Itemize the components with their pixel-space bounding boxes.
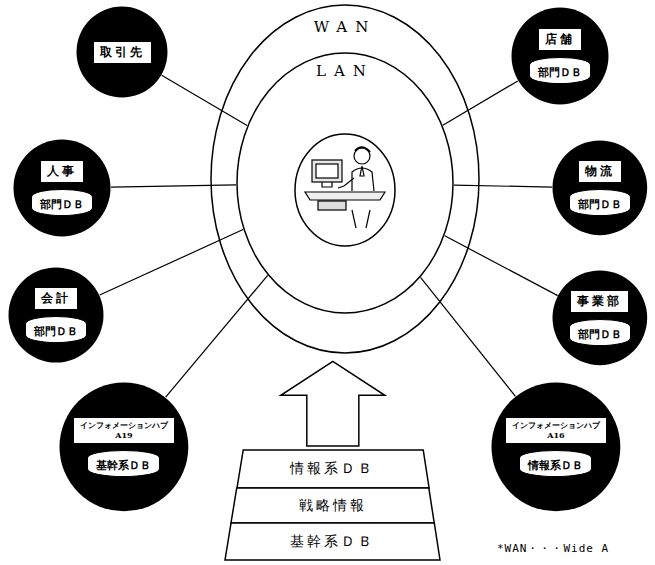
footnote: *WAN・・・Wide A <box>497 541 609 556</box>
circle-shape <box>553 271 648 366</box>
node-label: 会計 <box>34 287 78 310</box>
circle-outline <box>59 382 189 512</box>
monitor-stand <box>322 182 332 187</box>
node-label: LAN <box>316 62 374 80</box>
database-label: 基幹系ＤＢ <box>87 450 160 477</box>
node-label: WAN <box>314 18 377 36</box>
circle-outline <box>552 270 648 366</box>
circle-outline <box>8 267 104 363</box>
network-link <box>162 75 247 125</box>
node-label: 人事 <box>40 160 84 183</box>
pyramid-band: 情報系ＤＢ <box>237 450 429 488</box>
circle-outline <box>13 139 111 237</box>
circle-outline <box>491 382 621 512</box>
dept-circle: 事業部部門ＤＢ <box>552 270 648 366</box>
node-label: 情報系ＤＢ <box>290 460 375 478</box>
hub-circle: インフォメーションハブ A19 基幹系ＤＢ <box>59 382 189 512</box>
network-link <box>166 275 268 397</box>
band-shape <box>237 450 429 488</box>
monitor-screen <box>316 164 338 178</box>
circle-shape <box>60 383 189 512</box>
head <box>354 148 370 164</box>
network-link <box>100 230 243 296</box>
inner-ellipse <box>295 134 395 246</box>
hub-circle: インフォメーションハブ A16 情報系ＤＢ <box>491 382 621 512</box>
dept-circle: 会計部門ＤＢ <box>8 267 104 363</box>
network-link <box>454 185 552 187</box>
circle-outline <box>511 7 609 105</box>
network-link <box>111 185 236 187</box>
block-arrow <box>281 361 385 446</box>
node-label: 取引先 <box>93 41 152 64</box>
lan-ring: LAN <box>236 52 454 314</box>
node-label: 戦略情報 <box>299 497 367 515</box>
circle-shape <box>77 7 168 98</box>
monitor <box>312 160 342 182</box>
legs <box>352 210 370 228</box>
node-label: 物流 <box>578 160 622 183</box>
network-link <box>421 277 516 396</box>
tie <box>360 166 364 176</box>
dept-circle: 人事部門ＤＢ <box>13 139 111 237</box>
operator-illustration <box>295 134 395 246</box>
partner-circle: 取引先 <box>76 6 168 98</box>
band-shape <box>231 488 434 523</box>
dept-circle: 物流部門ＤＢ <box>552 140 648 236</box>
pyramid-band: 基幹系ＤＢ <box>225 523 440 560</box>
node-label: インフォメーションハブ A19 <box>73 417 175 445</box>
circle-shape <box>553 141 648 236</box>
database-label: 情報系ＤＢ <box>519 450 592 477</box>
node-label: 基幹系ＤＢ <box>290 533 375 551</box>
hair <box>355 147 370 152</box>
arm <box>338 178 354 188</box>
ellipse-outline <box>236 52 454 314</box>
node-label: 店舗 <box>538 28 582 51</box>
database-label: 部門ＤＢ <box>25 316 87 343</box>
ellipse-shape <box>237 53 453 313</box>
desk <box>305 192 385 200</box>
dept-circle: 店舗部門ＤＢ <box>511 7 609 105</box>
database-label: 部門ＤＢ <box>31 189 93 216</box>
database-label: 部門ＤＢ <box>569 319 631 346</box>
ellipse-shape <box>211 5 479 353</box>
ellipse-outline <box>210 4 480 354</box>
node-label: インフォメーションハブ A16 <box>505 417 607 445</box>
circle-shape <box>9 268 104 363</box>
database-label: 部門ＤＢ <box>569 189 631 216</box>
band-shape <box>225 523 440 560</box>
database-label: 部門ＤＢ <box>529 57 591 84</box>
node-label: 事業部 <box>570 290 629 313</box>
circle-shape <box>14 140 111 237</box>
circle-outline <box>552 140 648 236</box>
keyboard <box>318 201 346 210</box>
circle-shape <box>512 8 609 105</box>
wan-ring: WAN LAN <box>210 4 480 354</box>
network-link <box>443 81 518 125</box>
pyramid-band: 戦略情報 <box>231 488 434 523</box>
circle-shape <box>492 383 621 512</box>
